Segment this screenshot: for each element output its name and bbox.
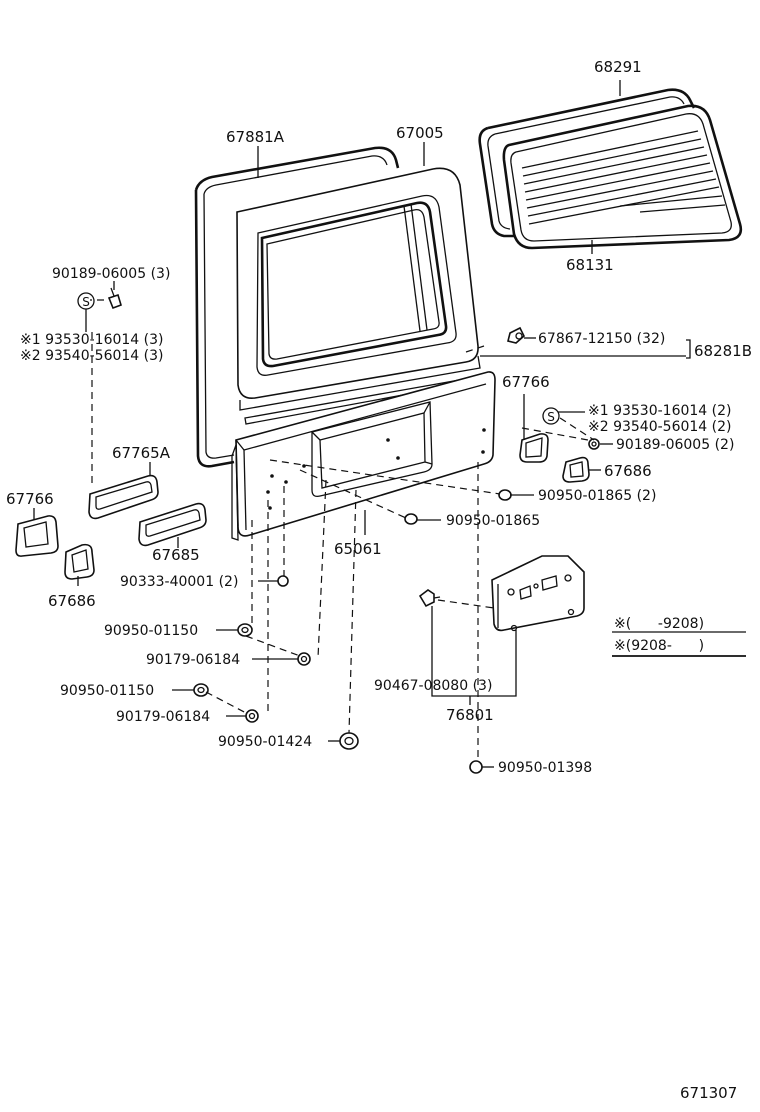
- gasket-67766-left: [15, 515, 59, 557]
- label-90179-06184-b: 90179-06184: [116, 709, 210, 725]
- label-76801: 76801: [446, 706, 494, 724]
- label-93530-16014-3: ※1 93530-16014 (3): [20, 332, 164, 348]
- window-weatherstrip: [478, 88, 696, 238]
- label-90333-40001: 90333-40001 (2): [120, 574, 238, 590]
- clip-90189-left: [107, 287, 122, 310]
- label-90467-08080: 90467-08080 (3): [374, 678, 492, 694]
- label-67005: 67005: [396, 124, 444, 142]
- label-68291: 68291: [594, 58, 642, 76]
- label-68281b: 68281B: [694, 342, 752, 360]
- cushion-90950-01865-2: [498, 489, 512, 501]
- clip-67867: [507, 326, 525, 344]
- door-weatherstrip: [194, 146, 400, 468]
- label-90179-06184-a: 90179-06184: [146, 652, 240, 668]
- dashed-leaders: [90, 299, 595, 761]
- door-trim-board: [231, 371, 496, 541]
- cushion-90950-01150-b: [193, 683, 209, 697]
- gasket-67686-left: [64, 543, 95, 580]
- s-mark-left-text: S: [82, 295, 90, 309]
- label-67686-right: 67686: [604, 462, 652, 480]
- label-93540-56014-3: ※2 93540-56014 (3): [20, 348, 164, 364]
- cushion-90950-01424: [339, 732, 359, 750]
- label-90189-06005-3: 90189-06005 (3): [52, 266, 170, 282]
- label-90950-01150-b: 90950-01150: [60, 683, 154, 699]
- leader-lines: [33, 80, 746, 768]
- label-67765a: 67765A: [112, 444, 171, 462]
- screw-90179-a: [297, 652, 311, 666]
- legend-row-2: ※(9208- ): [614, 638, 704, 654]
- label-90950-01150-a: 90950-01150: [104, 623, 198, 639]
- screw-90179-b: [245, 709, 259, 723]
- legend-row-1: ※( -9208): [614, 616, 704, 632]
- label-67867-12150: 67867-12150 (32): [538, 331, 665, 347]
- clip-90189-right: [588, 438, 600, 450]
- label-68131: 68131: [566, 256, 614, 274]
- label-67686-left: 67686: [48, 592, 96, 610]
- cushion-90950-01865: [404, 513, 418, 525]
- label-93540-56014-2: ※2 93540-56014 (2): [588, 419, 732, 435]
- s-mark-right: S: [542, 407, 560, 425]
- label-90950-01424: 90950-01424: [218, 734, 312, 750]
- label-67766-right: 67766: [502, 373, 550, 391]
- part-labels: 68291 68131 67881A 67005 90189-06005 (3)…: [6, 58, 752, 1102]
- back-door-panel: [236, 167, 485, 425]
- s-mark-right-text: S: [547, 410, 555, 424]
- gasket-67766-right: [519, 433, 549, 463]
- cushion-90950-01150-a: [237, 623, 253, 637]
- rear-window-glass: [502, 104, 743, 250]
- gasket-67686-right: [562, 456, 590, 483]
- label-90950-01398: 90950-01398: [498, 760, 592, 776]
- bolt-90467: [418, 589, 441, 608]
- label-67766-left: 67766: [6, 490, 54, 508]
- label-90950-01865: 90950-01865: [446, 513, 540, 529]
- label-65061: 65061: [334, 540, 382, 558]
- s-mark-left: S: [77, 292, 95, 310]
- label-93530-16014-2: ※1 93530-16014 (2): [588, 403, 732, 419]
- license-plate-cover: [491, 555, 585, 632]
- gasket-67685: [138, 502, 207, 547]
- label-67881a: 67881A: [226, 128, 285, 146]
- gasket-67765a: [88, 474, 159, 520]
- grommet-90333: [277, 575, 289, 587]
- label-90189-06005-2: 90189-06005 (2): [616, 437, 734, 453]
- cushion-90950-01398: [469, 760, 483, 774]
- label-67685: 67685: [152, 546, 200, 564]
- label-90950-01865-2: 90950-01865 (2): [538, 488, 656, 504]
- page-code: 671307: [680, 1084, 737, 1102]
